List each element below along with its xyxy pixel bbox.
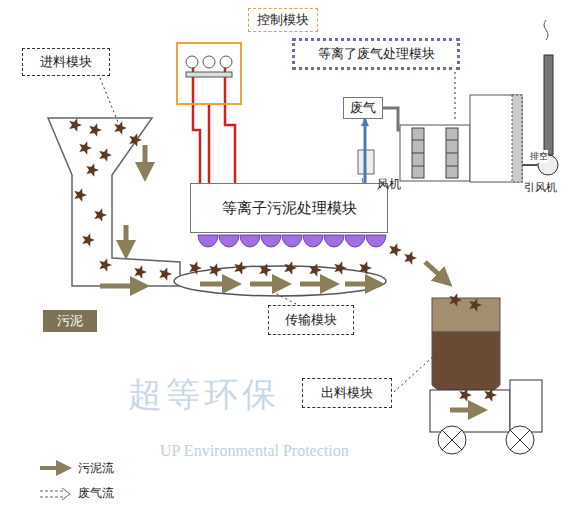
legend-text: 污泥流 [78, 460, 114, 477]
node-text: 进料模块 [40, 53, 92, 71]
node-text: 污泥 [57, 312, 83, 330]
legend-text: 废气流 [78, 485, 114, 502]
sludge-box: 污泥 [43, 310, 97, 332]
leader-lines [100, 72, 455, 392]
callout-box: 传输模块 [268, 305, 354, 335]
fan-and-duct [358, 108, 400, 186]
fan-label: 引风机 [524, 180, 557, 195]
node-text: 传输模块 [285, 311, 337, 329]
node-text: 控制模块 [248, 8, 318, 32]
module-label-box: 等离了废气处理模块 [292, 38, 460, 70]
watermark: 超等环保 [128, 372, 280, 418]
conveyor-belt [174, 266, 386, 296]
connector [208, 105, 211, 183]
fan-label: 风机 [377, 176, 401, 193]
connector [364, 119, 367, 183]
callout-box: 进料模块 [22, 48, 110, 76]
control-wires [193, 60, 235, 183]
outlet-label: 排空 [530, 150, 548, 163]
discharge-hopper [430, 298, 542, 454]
process-box: 等离子污泥处理模块 [190, 183, 388, 233]
plasma-torches [198, 235, 386, 247]
node-text: 废气 [350, 99, 376, 117]
control-box: 控制模块 [176, 42, 242, 105]
sludge-lumps [69, 118, 497, 401]
feed-hopper [48, 118, 180, 286]
legend-samples [40, 468, 70, 500]
gas-box: 废气 [343, 97, 383, 119]
node-text: 出料模块 [321, 384, 373, 402]
watermark: UP Environmental Protection [160, 442, 349, 460]
control-dials [186, 56, 232, 77]
sludge-flow-arrows [100, 145, 478, 410]
callout-box: 出料模块 [302, 378, 392, 408]
node-text: 等离子污泥处理模块 [222, 199, 357, 218]
node-text: 等离了废气处理模块 [318, 45, 435, 63]
